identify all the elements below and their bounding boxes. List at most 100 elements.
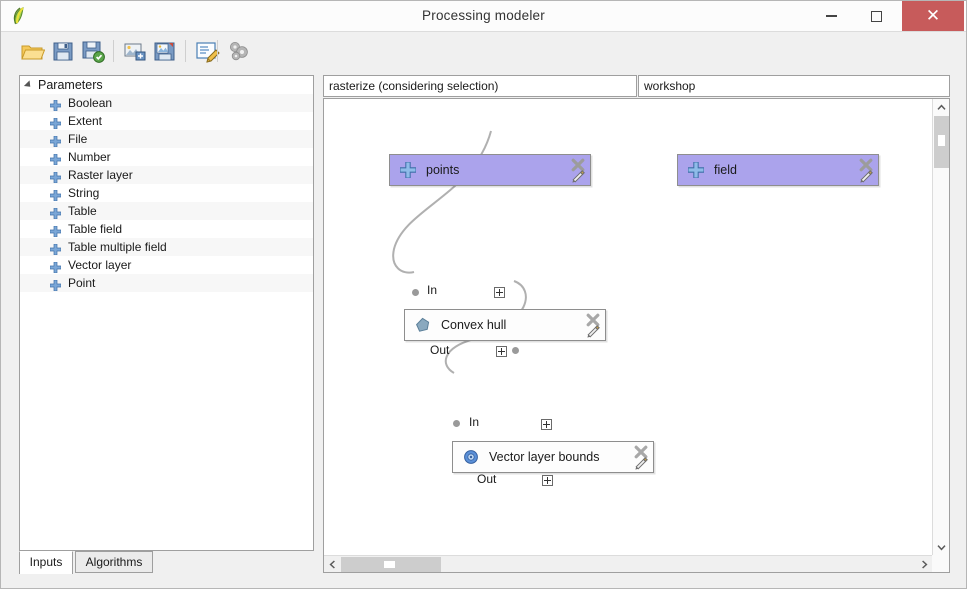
maximize-button[interactable]: [854, 1, 898, 31]
tab-inputs[interactable]: Inputs: [19, 551, 73, 574]
scrollbar-corner: [932, 555, 949, 572]
edit-icon[interactable]: [570, 167, 586, 183]
vertical-scroll-thumb[interactable]: [934, 116, 949, 168]
horizontal-scroll-thumb[interactable]: [341, 557, 441, 572]
tree-item-label: Vector layer: [68, 258, 132, 272]
tree-item-label: Table: [68, 204, 97, 218]
tree-item-label: Boolean: [68, 96, 113, 110]
model-node-label: Convex hull: [441, 318, 507, 332]
port-label-convexhull-out: Out: [430, 343, 450, 357]
port-dot-bounds-in[interactable]: [453, 420, 460, 427]
delete-icon[interactable]: [859, 158, 873, 172]
tree-item-extent[interactable]: Extent: [20, 112, 313, 130]
model-canvas-container: points: [323, 98, 950, 573]
toolbar-separator-2: [185, 40, 186, 62]
polygon-icon: [415, 317, 431, 333]
edit-icon[interactable]: [858, 167, 874, 183]
model-canvas[interactable]: points: [324, 99, 933, 556]
plus-icon: [687, 161, 705, 179]
plus-icon: [399, 161, 417, 179]
model-editor-area: rasterize (considering selection) worksh…: [323, 75, 950, 573]
plus-icon: [49, 170, 62, 184]
model-node-vector-layer-bounds[interactable]: Vector layer bounds: [452, 441, 654, 473]
tab-algorithms[interactable]: Algorithms: [75, 551, 153, 573]
minimize-icon: [825, 15, 837, 17]
maximize-icon: [870, 10, 882, 22]
save-model-as-button[interactable]: [80, 38, 106, 64]
tree-item-number[interactable]: Number: [20, 148, 313, 166]
tree-item-boolean[interactable]: Boolean: [20, 94, 313, 112]
delete-icon[interactable]: [634, 445, 648, 459]
port-dot-convexhull-in[interactable]: [412, 289, 419, 296]
canvas-horizontal-scrollbar[interactable]: [324, 555, 932, 572]
close-button[interactable]: ✕: [902, 1, 964, 31]
tree-item-label: Table multiple field: [68, 240, 167, 254]
expand-triangle-icon[interactable]: [23, 80, 34, 90]
edit-icon[interactable]: [633, 454, 649, 470]
scroll-up-icon[interactable]: [933, 99, 949, 115]
port-dot-convexhull-out[interactable]: [512, 347, 519, 354]
port-label-bounds-out: Out: [477, 472, 497, 486]
tree-item-label: Extent: [68, 114, 103, 128]
scroll-down-icon[interactable]: [933, 539, 949, 555]
tree-item-label: Point: [68, 276, 96, 290]
plus-icon: [49, 260, 62, 274]
expander-bounds-out[interactable]: [542, 475, 553, 486]
title-bar: Processing modeler ✕: [1, 1, 966, 32]
model-node-label: Vector layer bounds: [489, 450, 600, 464]
tree-item-vector-layer[interactable]: Vector layer: [20, 256, 313, 274]
canvas-vertical-scrollbar[interactable]: [932, 99, 949, 555]
plus-icon: [49, 152, 62, 166]
plus-icon: [49, 206, 62, 220]
qgis-leaf-icon: [9, 5, 31, 27]
minimize-button[interactable]: [809, 1, 853, 31]
tab-inputs-label: Inputs: [29, 555, 63, 569]
export-as-script-button[interactable]: [152, 38, 178, 64]
expander-bounds-in[interactable]: [541, 419, 552, 430]
tree-item-label: String: [68, 186, 100, 200]
toolbar: [1, 32, 966, 70]
plus-icon: [49, 278, 62, 292]
model-node-label: points: [426, 163, 460, 177]
tree-item-table-field[interactable]: Table field: [20, 220, 313, 238]
tree-item-point[interactable]: Point: [20, 274, 313, 292]
delete-icon[interactable]: [571, 158, 585, 172]
tree-item-label: Table field: [68, 222, 123, 236]
tree-item-raster-layer[interactable]: Raster layer: [20, 166, 313, 184]
tree-item-table-multiple-field[interactable]: Table multiple field: [20, 238, 313, 256]
plus-icon: [49, 242, 62, 256]
tree-item-table[interactable]: Table: [20, 202, 313, 220]
open-model-button[interactable]: [19, 38, 46, 64]
model-node-points[interactable]: points: [389, 154, 591, 186]
expander-convexhull-in[interactable]: [494, 287, 505, 298]
inputs-tree-panel[interactable]: Parameters Boolean Extent File: [19, 75, 314, 551]
vector-bounds-icon: [463, 449, 479, 465]
plus-icon: [49, 134, 62, 148]
delete-icon[interactable]: [586, 313, 600, 327]
toolbar-separator: [113, 40, 114, 62]
model-node-convex-hull[interactable]: Convex hull: [404, 309, 606, 341]
toolbar-separator-3: [217, 40, 218, 62]
run-model-button[interactable]: [226, 38, 252, 64]
model-group-input[interactable]: workshop: [638, 75, 950, 97]
model-name-input[interactable]: rasterize (considering selection): [323, 75, 637, 97]
tree-item-string[interactable]: String: [20, 184, 313, 202]
tree-item-label: File: [68, 132, 88, 146]
export-image-button[interactable]: [122, 38, 148, 64]
plus-icon: [49, 116, 62, 130]
edit-help-button[interactable]: [194, 38, 220, 64]
expander-convexhull-out[interactable]: [496, 346, 507, 357]
scroll-left-icon[interactable]: [324, 556, 340, 572]
parameters-tree: Parameters Boolean Extent File: [20, 76, 313, 292]
plus-icon: [49, 188, 62, 202]
panel-tabs: Inputs Algorithms: [19, 551, 314, 574]
port-label-bounds-in: In: [469, 415, 480, 429]
scroll-right-icon[interactable]: [916, 556, 932, 572]
window-title: Processing modeler: [422, 8, 545, 23]
save-model-button[interactable]: [50, 38, 76, 64]
edit-icon[interactable]: [585, 322, 601, 338]
model-node-field[interactable]: field: [677, 154, 879, 186]
tree-root-parameters[interactable]: Parameters: [20, 76, 313, 94]
tree-item-file[interactable]: File: [20, 130, 313, 148]
